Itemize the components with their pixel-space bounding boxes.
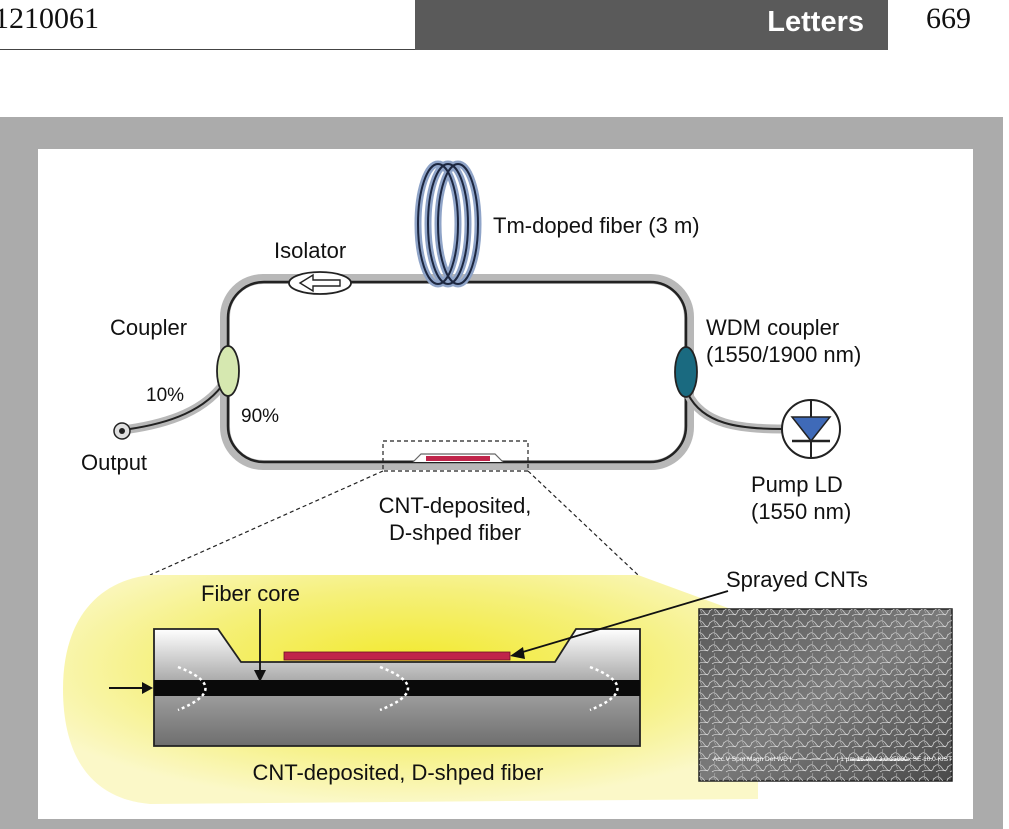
pump-fiber (683, 391, 784, 434)
coupler-icon (216, 345, 240, 397)
pump-label-line1: Pump LD (751, 472, 843, 497)
page-header: 1210061 Letters 669 (0, 0, 1009, 50)
zoom-box (382, 440, 529, 472)
sprayed-cnts-label: Sprayed CNTs (726, 567, 868, 592)
pump-label-line2: (1550 nm) (751, 499, 851, 524)
output-label: Output (81, 450, 147, 475)
input-arrow-icon (109, 682, 153, 694)
fiber-coil-icon (414, 160, 482, 288)
wdm-label-line2: (1550/1900 nm) (706, 342, 861, 367)
coupler-label: Coupler (110, 315, 187, 340)
d-fiber-cross-section (153, 628, 641, 747)
figure-canvas: Tm-doped fiber (3 m) Isolator Coupler 10… (38, 149, 973, 819)
section-tab: Letters (415, 0, 888, 50)
header-rule (0, 49, 415, 50)
cnt-layer-small (426, 456, 490, 461)
isolator-icon (288, 271, 352, 295)
page-number: 669 (926, 2, 971, 35)
sem-image (698, 608, 953, 782)
fiber-core-label: Fiber core (201, 581, 300, 606)
cnt-fiber-label-line1: CNT-deposited, (379, 493, 532, 518)
sprayed-cnts-pointer (510, 590, 729, 659)
split-10-label: 10% (146, 385, 184, 406)
document-id: 1210061 (0, 2, 99, 35)
fiber-ring (220, 274, 694, 470)
pump-diode-icon (781, 399, 841, 459)
fiber-core-pointer (254, 609, 266, 682)
laser-setup-diagram: Tm-doped fiber (3 m) Isolator Coupler 10… (63, 160, 953, 804)
zoom-line-left (149, 470, 384, 576)
isolator-label: Isolator (274, 238, 346, 263)
fiber-core-band (154, 680, 640, 696)
wdm-label-line1: WDM coupler (706, 315, 839, 340)
figure-frame: Tm-doped fiber (3 m) Isolator Coupler 10… (0, 117, 1003, 829)
zoom-line-right (527, 470, 639, 576)
tm-fiber-label: Tm-doped fiber (3 m) (493, 213, 700, 238)
cnt-layer (283, 651, 511, 661)
wdm-coupler-icon (674, 346, 698, 398)
split-90-label: 90% (241, 406, 279, 427)
sem-caption: Acc.V Spot Magn Det WD |———————| 1 µm 15… (713, 756, 952, 763)
inset-bottom-label: CNT-deposited, D-shped fiber (252, 760, 543, 785)
d-shaped-section (382, 440, 529, 472)
cnt-fiber-label-line2: D-shped fiber (389, 520, 521, 545)
section-label: Letters (767, 6, 864, 38)
